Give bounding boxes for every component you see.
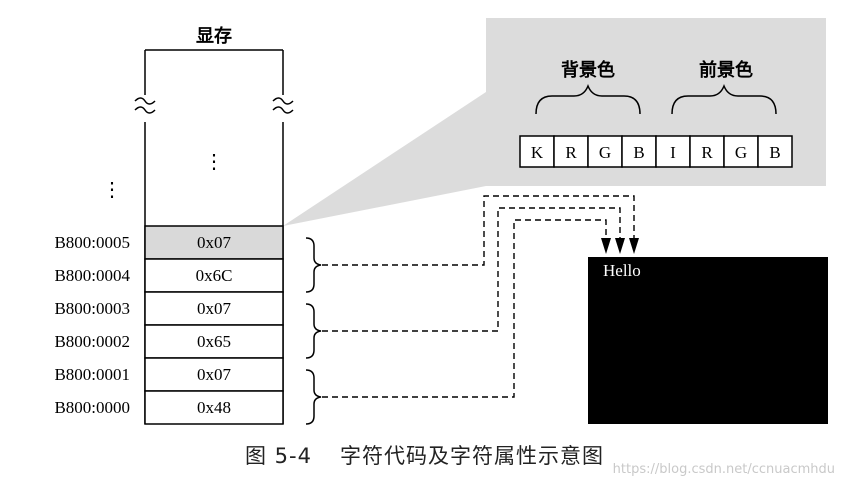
connector-h: [322, 195, 635, 266]
address-ellipsis: ⋮: [102, 177, 122, 201]
background-label: 背景色: [561, 59, 615, 81]
screen-text: Hello: [603, 261, 641, 280]
attribute-bit-cell: [655, 135, 691, 168]
memory-cell-value: 0x6C: [196, 266, 233, 285]
memory-address: B800:0000: [54, 398, 130, 417]
attribute-bit-label: K: [531, 143, 544, 162]
brace-pair-2: [305, 237, 322, 293]
memory-address: B800:0001: [54, 365, 130, 384]
memory-address: B800:0002: [54, 332, 130, 351]
memory-cell: [144, 225, 284, 260]
attribute-bit-label: I: [670, 143, 676, 162]
break-mark-left: [134, 97, 156, 114]
memory-address: B800:0005: [54, 233, 130, 252]
brace-pair-1: [305, 303, 322, 359]
arrowhead-1: [601, 238, 611, 254]
connector-l: [322, 219, 607, 398]
caption-number: 图 5-4: [245, 444, 312, 468]
memory-cell-value: 0x07: [197, 365, 232, 384]
caption-title: 字符代码及字符属性示意图: [339, 444, 604, 468]
memory-cell: [144, 390, 284, 425]
memory-title: 显存: [196, 25, 232, 47]
memory-cell-value: 0x07: [197, 299, 232, 318]
callout-wedge: [283, 92, 486, 226]
brace-pair-0: [305, 369, 322, 425]
foreground-brace: [671, 83, 777, 115]
attribute-bit-label: B: [769, 143, 780, 162]
attribute-bit-cell: [621, 135, 657, 168]
attribute-bit-cell: [587, 135, 623, 168]
figure-caption: 图 5-4 字符代码及字符属性示意图: [0, 440, 849, 480]
attribute-bit-label: G: [599, 143, 611, 162]
memory-cell-value: 0x07: [197, 233, 232, 252]
memory-rows: 0x07B800:00050x6CB800:00040x07B800:00030…: [54, 225, 284, 425]
attribute-bit-cell: [757, 135, 793, 168]
connector-e: [322, 207, 621, 332]
background-brace: [535, 83, 641, 115]
memory-cell-value: 0x65: [197, 332, 231, 351]
attribute-bit-label: R: [565, 143, 577, 162]
arrowhead-3: [629, 238, 639, 254]
screen: [588, 257, 828, 424]
memory-address: B800:0003: [54, 299, 130, 318]
attribute-bit-cell: [723, 135, 759, 168]
attribute-bit-label: B: [633, 143, 644, 162]
memory-cell: [144, 258, 284, 293]
watermark: https://blog.csdn.net/ccnuacmhdu: [612, 462, 835, 477]
attribute-bit-cell: [689, 135, 725, 168]
memory-address: B800:0004: [54, 266, 130, 285]
attribute-bit-label: R: [701, 143, 713, 162]
memory-cell-value: 0x48: [197, 398, 231, 417]
arrowhead-2: [615, 238, 625, 254]
foreground-label: 前景色: [699, 59, 753, 81]
attribute-bit-label: G: [735, 143, 747, 162]
attribute-bit-cell: [519, 135, 555, 168]
break-mark-right: [272, 97, 294, 114]
memory-ellipsis: ⋮: [204, 149, 224, 173]
